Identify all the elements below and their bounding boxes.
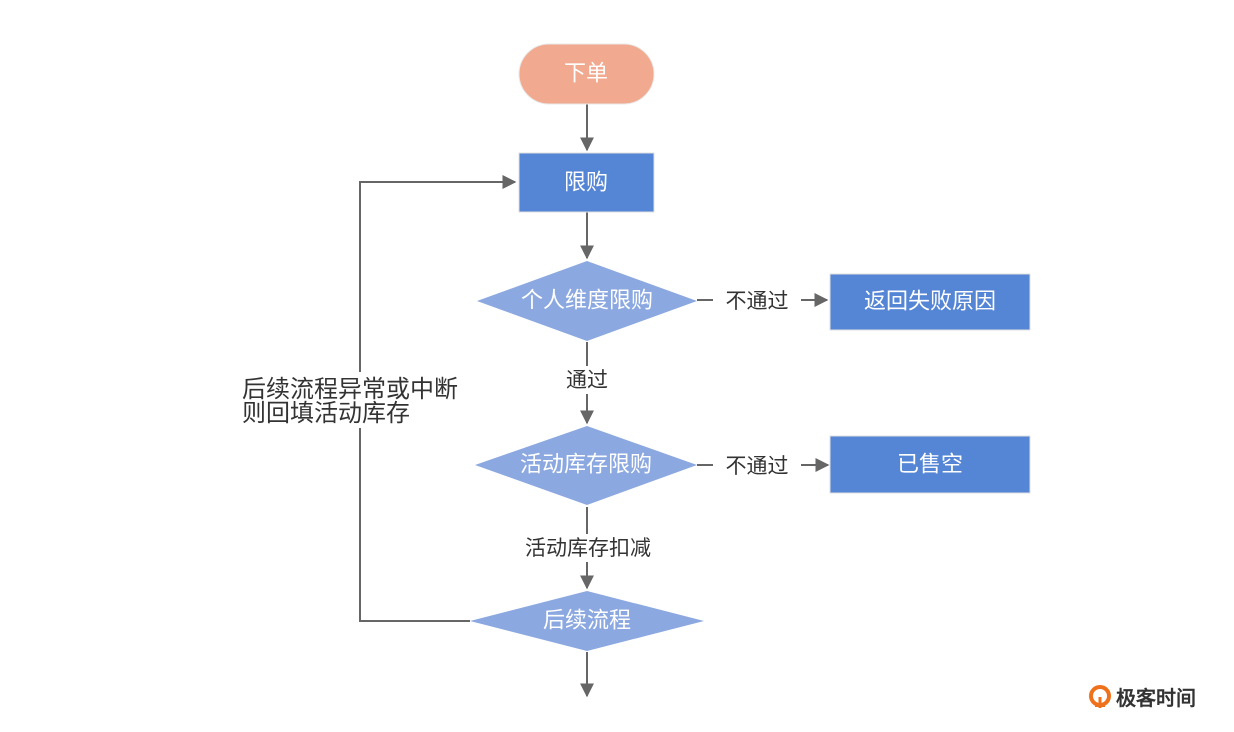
- brand-name: 极客时间: [1116, 686, 1196, 710]
- geektime-logo-icon: [1089, 684, 1111, 708]
- node-personal-check-shape: [477, 261, 697, 341]
- node-stock-check-label: 活动库存限购: [520, 453, 652, 478]
- node-sold-out: 已售空: [829, 435, 1031, 494]
- node-sold-out-shape: [829, 435, 1031, 494]
- edge-label-stock-fail: 不通过: [726, 454, 789, 478]
- node-start-shape: [518, 43, 655, 105]
- node-return-fail-label: 返回失败原因: [864, 290, 996, 315]
- node-sold-out-label: 已售空: [897, 453, 963, 478]
- edge-label-stock-deduct: 活动库存扣减: [525, 536, 651, 560]
- edge-label-personal-pass: 通过: [566, 368, 608, 392]
- node-personal-check: 个人维度限购: [477, 261, 697, 341]
- rollback-note-line1: 后续流程异常或中断: [242, 375, 458, 403]
- node-return-fail: 返回失败原因: [829, 273, 1031, 331]
- node-personal-check-label: 个人维度限购: [521, 289, 653, 314]
- node-start-label: 下单: [564, 62, 608, 87]
- node-follow-up-label: 后续流程: [543, 609, 631, 634]
- node-limit: 限购: [518, 152, 655, 213]
- node-follow-up: 后续流程: [470, 591, 704, 651]
- edge-label-personal-fail: 不通过: [726, 289, 789, 313]
- node-follow-up-shape: [470, 591, 704, 651]
- node-start: 下单: [518, 43, 655, 105]
- brand-watermark: 极客时间: [1088, 682, 1196, 711]
- node-stock-check: 活动库存限购: [475, 426, 697, 505]
- node-stock-check-shape: [475, 426, 697, 505]
- rollback-note-line2: 则回填活动库存: [242, 399, 410, 427]
- node-limit-label: 限购: [564, 171, 608, 196]
- node-return-fail-shape: [829, 273, 1031, 331]
- node-limit-shape: [518, 152, 655, 213]
